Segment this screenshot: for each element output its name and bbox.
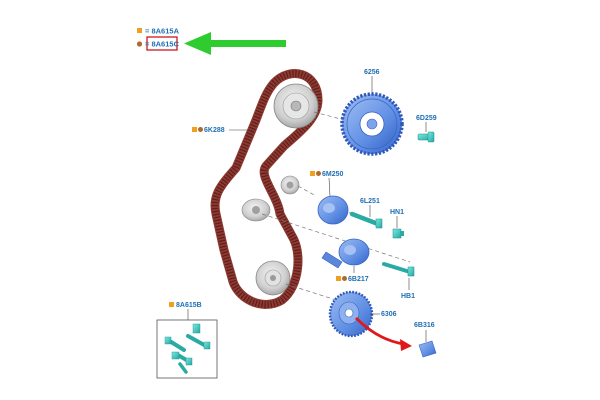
brown-circle-icon <box>342 276 347 281</box>
orange-square-icon <box>137 28 142 33</box>
label-8a615b: 8A615B <box>176 302 202 309</box>
orange-square-icon <box>336 276 341 281</box>
idler-pulley-grey <box>280 175 300 195</box>
orange-square-icon <box>169 302 174 307</box>
label-6256: 6256 <box>364 69 380 76</box>
brown-circle-icon <box>316 171 321 176</box>
label-6b316: 6B316 <box>414 322 435 329</box>
label-6306: 6306 <box>381 311 397 318</box>
orange-square-icon <box>310 171 315 176</box>
brown-circle-icon <box>136 41 143 47</box>
idler-bolt <box>349 211 383 229</box>
label-hb1: HB1 <box>401 293 415 300</box>
legend-text-8a615c: = 8A615C <box>145 40 180 49</box>
legend-text-8a615a: = 8A615A <box>145 27 180 36</box>
bolt-kit-box <box>156 319 218 379</box>
orange-square-icon <box>192 127 197 132</box>
brown-circle-icon <box>198 127 203 132</box>
highlight-box <box>146 36 178 51</box>
camshaft-sprocket <box>340 92 404 156</box>
camshaft-pulley <box>273 83 319 129</box>
label-hn1: HN1 <box>390 209 404 216</box>
crankshaft-pulley-grey <box>255 260 291 296</box>
green-arrow-icon <box>184 32 286 55</box>
label-6b217: 6B217 <box>348 276 369 283</box>
legend: = 8A615A = 8A615C <box>136 27 180 51</box>
idler-pulley <box>317 195 349 225</box>
tensioner-bolt <box>382 262 415 277</box>
crankshaft-key <box>418 340 437 358</box>
crankshaft-sprocket <box>328 290 374 338</box>
red-arrow-icon <box>355 317 412 351</box>
tensioner-pulley-grey <box>241 198 271 222</box>
camshaft-bolt <box>417 131 435 143</box>
label-6m250: 6M250 <box>322 171 344 178</box>
label-6l251: 6L251 <box>360 198 380 205</box>
tensioner <box>321 238 370 269</box>
label-6d259: 6D259 <box>416 115 437 122</box>
idler-nut <box>392 228 404 239</box>
label-6k288: 6K288 <box>204 127 225 134</box>
